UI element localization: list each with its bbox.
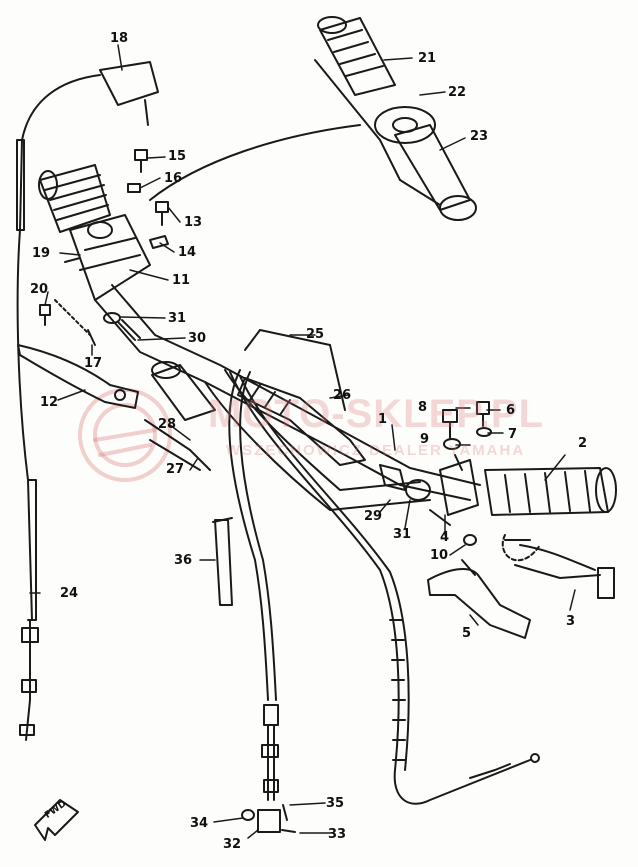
part-label-16: 16	[164, 171, 183, 186]
watermark-text: MOTO-SKLEP.PL	[208, 392, 545, 436]
part-label-30: 30	[188, 331, 207, 346]
cable-adjuster-32	[241, 804, 296, 833]
screws-right	[442, 401, 492, 546]
screws-left	[127, 149, 169, 249]
right-grip-21	[317, 16, 396, 96]
part-label-26: 26	[333, 388, 352, 403]
part-label-14: 14	[178, 245, 197, 260]
part-label-11: 11	[172, 273, 191, 288]
part-label-20: 20	[30, 282, 49, 297]
bracket-27	[144, 419, 211, 471]
part-label-35: 35	[326, 796, 345, 811]
small-parts-left	[39, 257, 141, 346]
part-label-3: 3	[566, 614, 576, 629]
left-lever-12	[17, 344, 139, 409]
cover-28	[151, 361, 216, 421]
leader-lines	[29, 44, 576, 839]
part-label-24: 24	[60, 586, 79, 601]
part-label-29: 29	[364, 509, 383, 524]
part-label-28: 28	[158, 417, 177, 432]
throttle-tube-23	[314, 59, 477, 221]
watermark-logo	[78, 388, 172, 482]
leader-arrow	[149, 124, 361, 201]
part-label-22: 22	[448, 85, 467, 100]
part-label-25: 25	[306, 327, 325, 342]
part-label-7: 7	[508, 427, 518, 442]
part-label-12: 12	[40, 395, 59, 410]
front-brake-cable	[229, 371, 540, 805]
right-lever-5	[427, 559, 531, 639]
part-label-27: 27	[166, 462, 185, 477]
part-label-17: 17	[84, 356, 103, 371]
right-lever-bracket-1	[379, 454, 479, 526]
part-label-19: 19	[32, 246, 51, 261]
part-label-21: 21	[418, 51, 437, 66]
part-label-32: 32	[223, 837, 242, 852]
part-label-4: 4	[440, 530, 450, 545]
right-grip-2	[484, 467, 617, 516]
watermark-subtitle: WSZECHOWICZ DEALER YAMAHA	[226, 442, 526, 459]
part-label-33: 33	[328, 827, 347, 842]
part-label-18: 18	[110, 31, 129, 46]
part-label-15: 15	[168, 149, 187, 164]
tie-strap-36	[212, 517, 233, 606]
part-label-6: 6	[506, 403, 516, 418]
part-label-31-lower: 31	[393, 527, 412, 542]
part-label-13: 13	[184, 215, 203, 230]
washer-22	[374, 106, 436, 144]
part-label-10: 10	[430, 548, 449, 563]
clutch-cable-24	[16, 229, 39, 741]
center-cable	[228, 369, 279, 801]
left-grip	[38, 164, 111, 233]
part-label-36: 36	[174, 553, 193, 568]
part-label-23: 23	[470, 129, 489, 144]
throttle-housing	[69, 214, 151, 301]
part-label-31-upper: 31	[168, 311, 187, 326]
fwd-arrow-icon	[34, 799, 79, 841]
part-label-9: 9	[420, 432, 430, 447]
switch-3	[501, 534, 615, 599]
part-label-1: 1	[378, 412, 388, 427]
part-label-8: 8	[418, 400, 428, 415]
part-label-34: 34	[190, 816, 209, 831]
part-label-5: 5	[462, 626, 472, 641]
part-label-2: 2	[578, 436, 588, 451]
bracket-25	[244, 329, 346, 411]
throttle-cable-18	[16, 61, 159, 231]
